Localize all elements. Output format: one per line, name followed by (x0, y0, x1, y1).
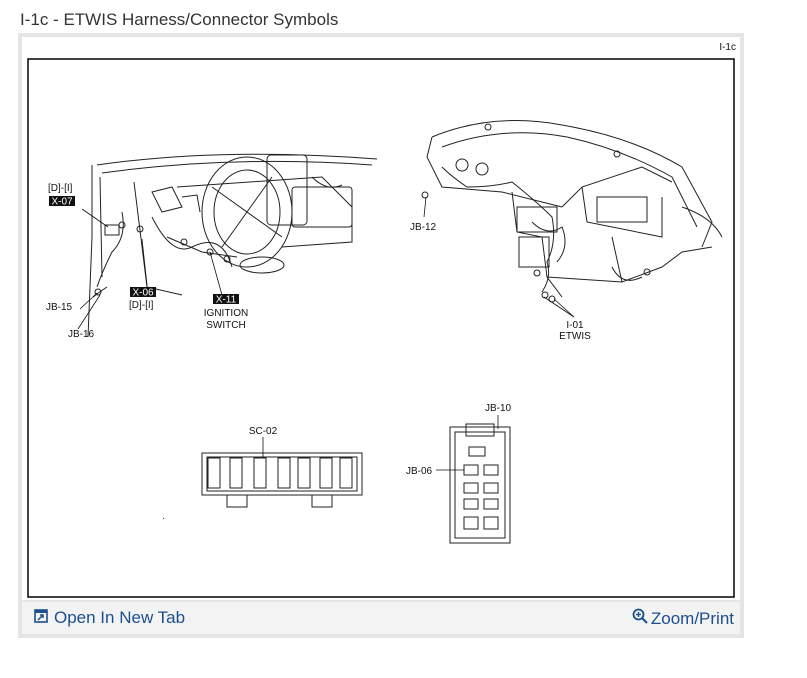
jb10-label: JB-10 (485, 403, 512, 414)
wiring-diagram: I-1c (27, 42, 736, 598)
right-callout-lines (423, 196, 575, 318)
jb15-label: JB-15 (46, 302, 73, 313)
connector-code-d-i-bottom: [D]-[I] (129, 300, 154, 311)
zoom-print-label: Zoom/Print (650, 608, 734, 628)
switch-label: SWITCH (206, 320, 245, 331)
left-callout-lines (77, 208, 223, 330)
page-ref-label: I-1c (719, 42, 736, 53)
jb06-label: JB-06 (406, 466, 433, 477)
left-dashboard-drawing (87, 153, 378, 338)
right-dashboard-drawing (421, 120, 723, 303)
diagram-figure: I-1c (22, 37, 740, 600)
figure-footer: Open In New Tab Zoom/Print (22, 602, 740, 634)
page-title: I-1c - ETWIS Harness/Connector Symbols (20, 10, 339, 29)
connector-code-d-i-top: [D]-[I] (48, 183, 73, 194)
open-in-new-tab-label: Open In New Tab (54, 608, 186, 627)
x11-label: X-11 (216, 295, 237, 306)
etwis-label: ETWIS (559, 331, 591, 342)
ignition-label: IGNITION (204, 308, 248, 319)
x11-label-box (213, 294, 239, 304)
junction-block-drawing (449, 423, 511, 544)
x06-label-box (130, 287, 156, 297)
x07-label: X-07 (51, 197, 73, 208)
i01-label: I-01 (566, 320, 584, 331)
open-in-new-tab-link[interactable]: Open In New Tab (34, 608, 185, 628)
open-new-tab-icon (34, 608, 48, 628)
x07-label-box (49, 196, 75, 206)
jb12-label: JB-12 (410, 222, 437, 233)
zoom-print-link[interactable]: Zoom/Print (632, 608, 734, 629)
x06-label: X-06 (132, 288, 154, 299)
sc02-connector-drawing (201, 452, 363, 508)
stray-mark: · (162, 513, 165, 524)
magnifier-plus-icon (632, 608, 648, 629)
diagram-border (27, 58, 735, 598)
jb16-label: JB-16 (68, 329, 95, 340)
sc02-label: SC-02 (249, 426, 278, 437)
